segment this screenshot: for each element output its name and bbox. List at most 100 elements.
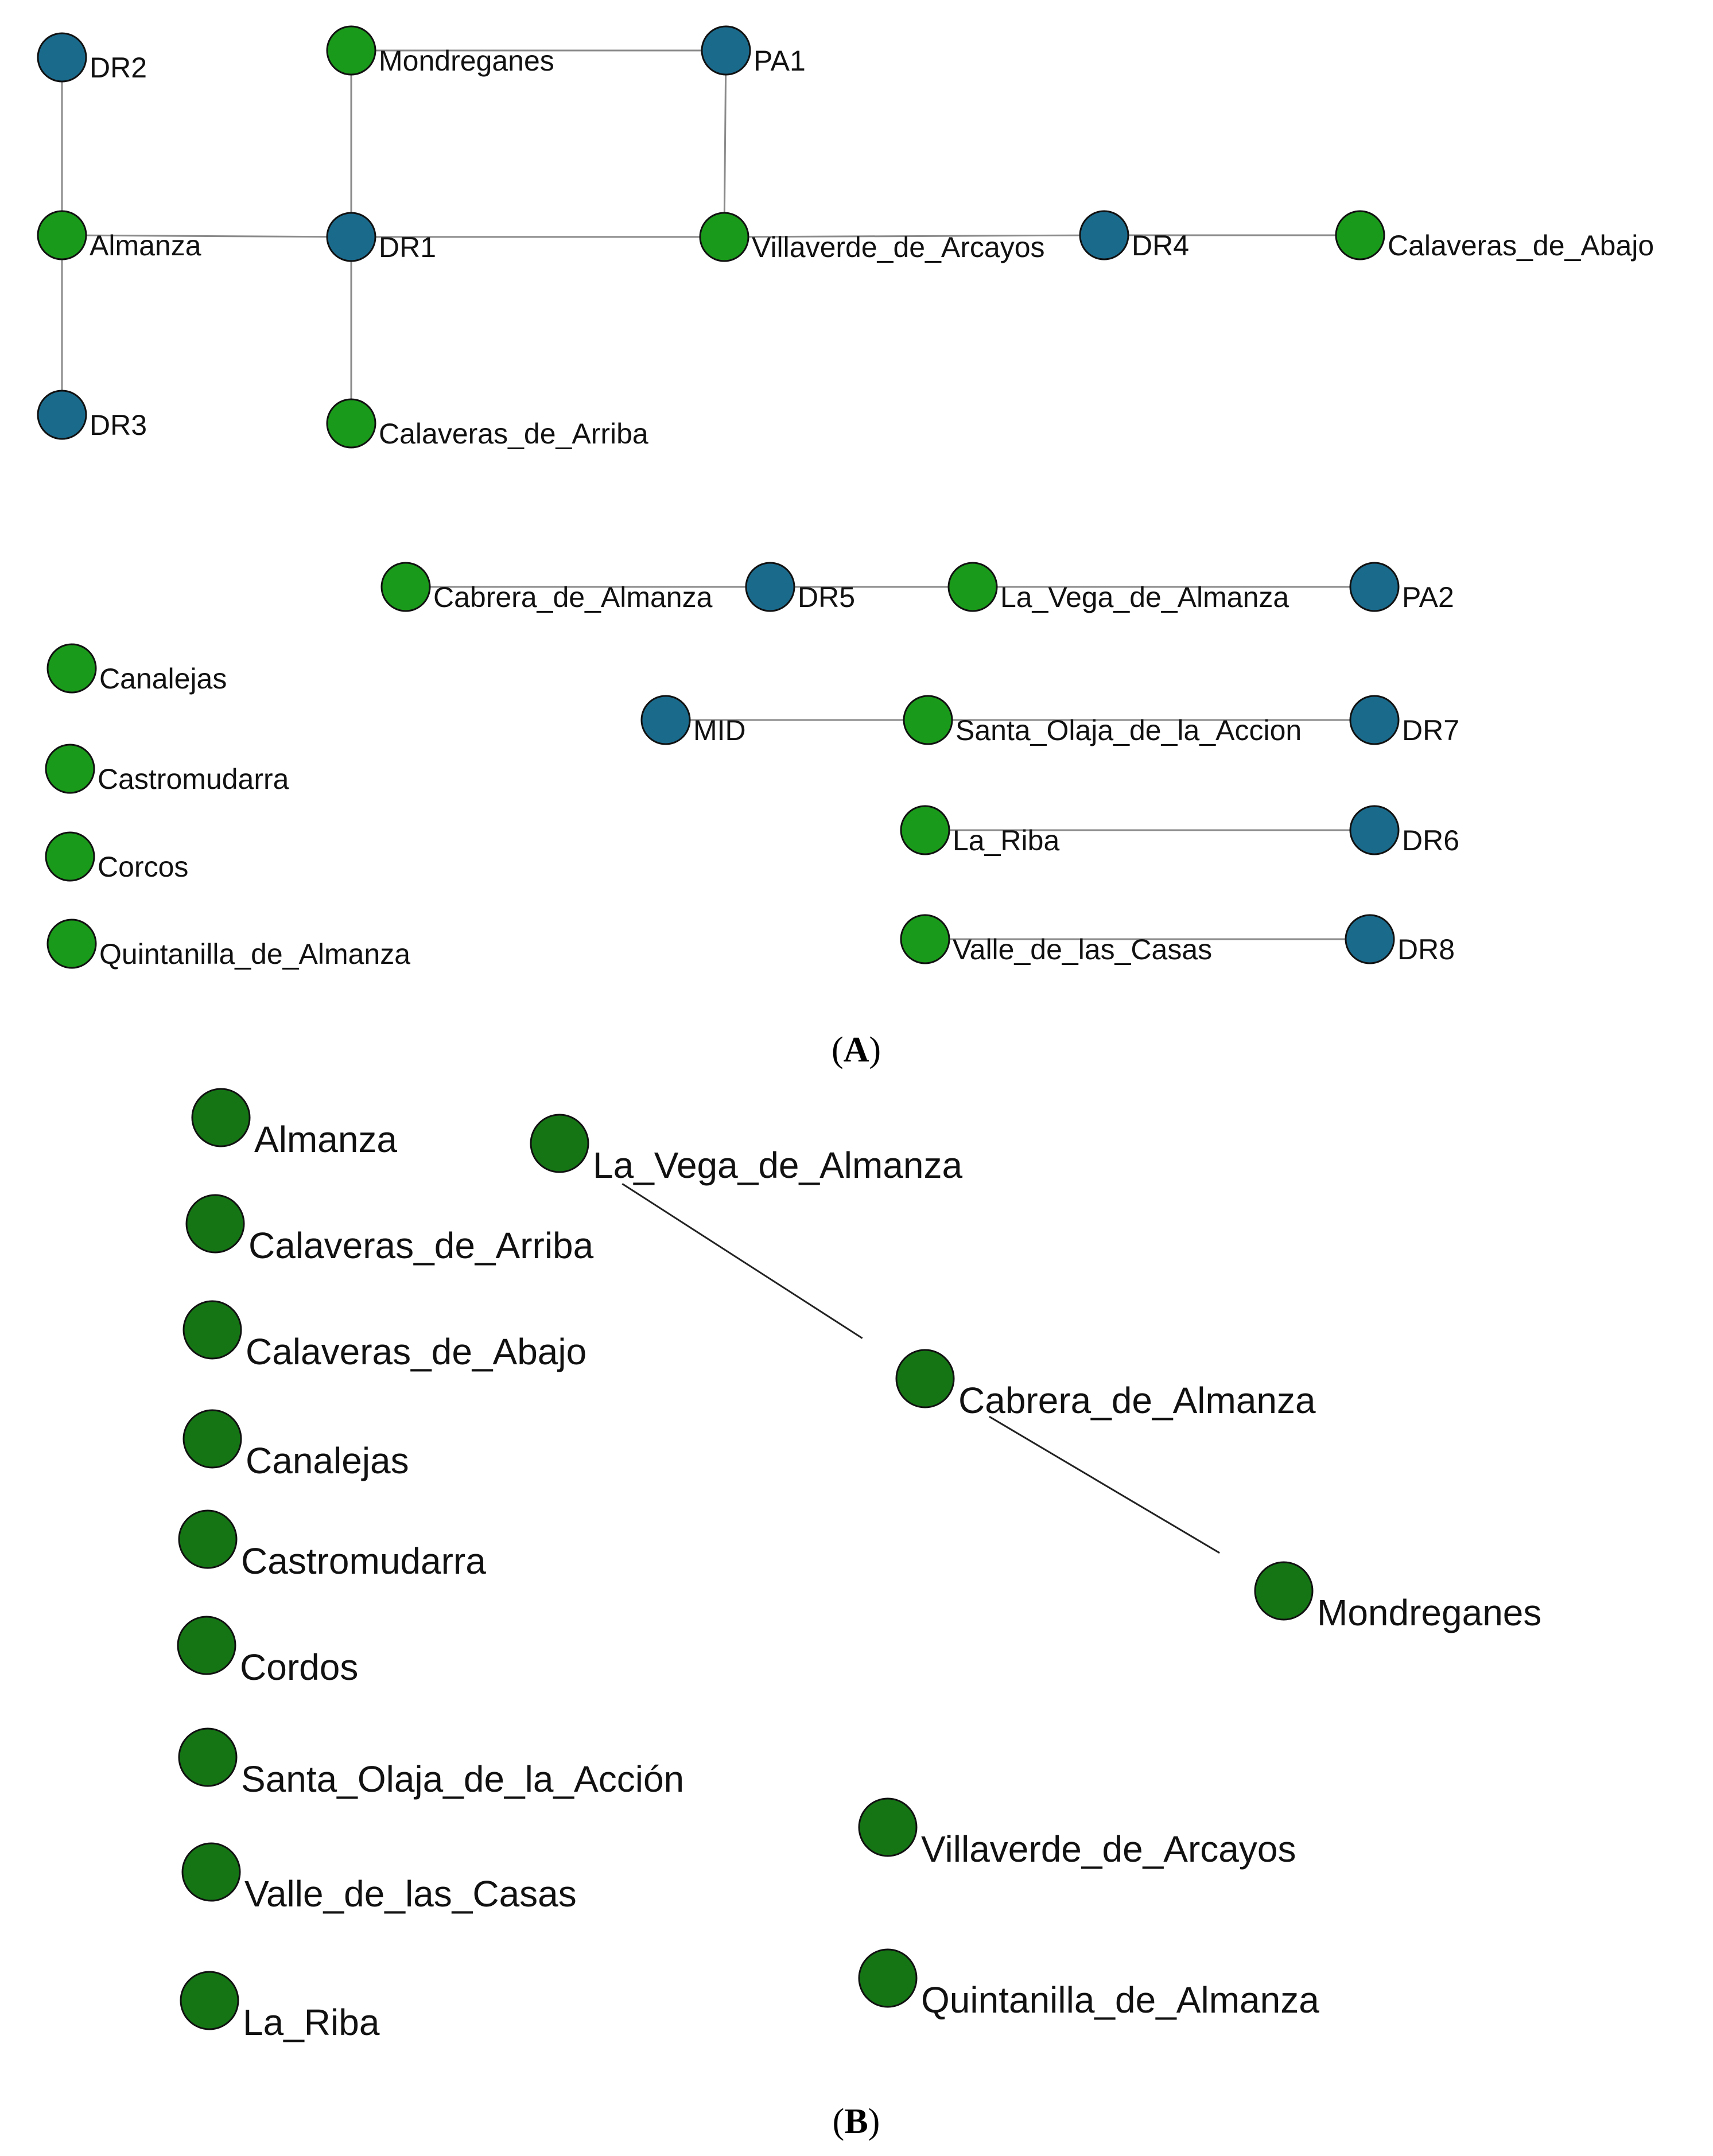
b-node-valle-de-las-casas: Valle_de_las_Casas	[181, 1842, 577, 1914]
a-node-mondreganes: Mondreganes	[326, 25, 554, 77]
b-node-calaveras-de-arriba: Calaveras_de_Arriba	[185, 1194, 594, 1266]
a-node-quintanilla-de-almanza: Quintanilla_de_Almanza	[46, 919, 410, 970]
panel-a-caption: (A)	[832, 1030, 881, 1069]
b-node-circle	[180, 1971, 239, 2030]
a-node-dr7: DR7	[1349, 695, 1459, 746]
a-edge-villaverde-de-arcayos-to-dr4	[724, 234, 1105, 238]
b-node-circle	[895, 1349, 955, 1408]
a-node-circle	[45, 831, 95, 882]
a-node-dr2: DR2	[37, 32, 147, 84]
a-node-circle	[900, 805, 950, 855]
b-node-label: Cordos	[240, 1647, 358, 1688]
b-node-cordos: Cordos	[177, 1616, 358, 1688]
a-node-label: Calaveras_de_Arriba	[379, 418, 648, 450]
a-node-circle	[46, 643, 97, 694]
a-node-circle	[1335, 210, 1385, 260]
a-node-dr1: DR1	[326, 212, 436, 263]
a-node-circle	[46, 919, 97, 969]
panel-b-edges	[622, 1183, 1220, 1554]
a-node-circle	[903, 695, 953, 745]
b-node-cabrera-de-almanza: Cabrera_de_Almanza	[895, 1349, 1316, 1421]
b-node-label: Valle_de_las_Casas	[244, 1873, 577, 1914]
a-node-label: Corcos	[98, 851, 188, 883]
a-node-label: DR4	[1132, 229, 1189, 262]
b-node-label: Quintanilla_de_Almanza	[921, 1979, 1319, 2021]
b-node-label: Almanza	[254, 1119, 397, 1160]
a-node-circle	[326, 25, 376, 76]
b-node-circle	[530, 1114, 589, 1173]
b-node-label: Castromudarra	[241, 1540, 486, 1582]
a-node-santa-olaja-de-la-accion: Santa_Olaja_de_la_Accion	[903, 695, 1302, 746]
a-node-dr8: DR8	[1345, 914, 1455, 966]
a-node-circle	[1349, 695, 1400, 745]
a-node-circle	[326, 398, 376, 449]
a-edge-almanza-to-dr1	[61, 234, 352, 238]
b-node-label: Canalejas	[246, 1440, 409, 1481]
b-edge-la-vega-de-almanza-to-cabrera-de-almanza	[622, 1183, 863, 1339]
a-node-label: Santa_Olaja_de_la_Accion	[955, 714, 1302, 746]
b-node-quintanilla-de-almanza: Quintanilla_de_Almanza	[858, 1948, 1319, 2021]
a-node-circle	[380, 562, 431, 612]
a-node-circle	[947, 562, 998, 612]
a-node-circle	[1349, 562, 1400, 612]
a-node-calaveras-de-arriba: Calaveras_de_Arriba	[326, 398, 648, 450]
a-node-circle	[699, 212, 749, 262]
b-node-almanza: Almanza	[191, 1088, 397, 1160]
b-node-circle	[858, 1797, 918, 1857]
b-node-circle	[1254, 1561, 1314, 1621]
a-node-circle	[37, 32, 87, 83]
a-node-label: Villaverde_de_Arcayos	[752, 231, 1045, 263]
b-edge-cabrera-de-almanza-to-mondreganes	[989, 1415, 1220, 1554]
panel-b-nodes: Almanza La_Vega_de_AlmanzaCalaveras_de_Ar…	[177, 1088, 1541, 2043]
a-node-circle	[37, 210, 87, 260]
a-node-dr5: DR5	[745, 562, 855, 613]
a-node-pa2: PA2	[1349, 562, 1454, 613]
panel-b-caption: (B)	[833, 2102, 880, 2141]
a-node-label: Almanza	[90, 229, 201, 262]
a-node-circle	[640, 695, 691, 745]
b-node-label: Calaveras_de_Abajo	[246, 1331, 586, 1372]
a-node-circle	[1345, 914, 1395, 964]
b-node-mondreganes: Mondreganes	[1254, 1561, 1541, 1633]
a-node-mid: MID	[640, 695, 746, 746]
a-node-label: DR8	[1397, 933, 1455, 966]
a-node-label: Calaveras_de_Abajo	[1388, 229, 1654, 262]
b-node-la-vega-de-almanza: La_Vega_de_Almanza	[530, 1114, 963, 1186]
b-node-circle	[191, 1088, 251, 1147]
a-node-label: Mondreganes	[379, 45, 554, 77]
b-node-label: Calaveras_de_Arriba	[248, 1225, 594, 1266]
a-node-label: La_Riba	[953, 824, 1059, 857]
a-node-circle	[701, 25, 751, 76]
a-node-dr3: DR3	[37, 390, 147, 441]
b-node-la-riba: La_Riba	[180, 1971, 380, 2043]
panel-a-edges	[61, 49, 1374, 940]
a-node-label: Valle_de_las_Casas	[953, 933, 1212, 966]
a-node-circle	[745, 562, 795, 612]
a-node-canalejas: Canalejas	[46, 643, 227, 695]
a-node-villaverde-de-arcayos: Villaverde_de_Arcayos	[699, 212, 1045, 263]
b-node-circle	[178, 1509, 238, 1569]
b-node-circle	[182, 1409, 242, 1469]
a-node-la-vega-de-almanza: La_Vega_de_Almanza	[947, 562, 1289, 613]
a-edge-pa1-to-villaverde-de-arcayos	[723, 50, 727, 238]
a-node-label: DR2	[90, 52, 147, 84]
a-node-label: MID	[693, 714, 746, 746]
a-node-valle-de-las-casas: Valle_de_las_Casas	[900, 914, 1212, 966]
a-node-label: Canalejas	[99, 663, 227, 695]
a-node-circle	[1079, 210, 1129, 260]
a-node-label: DR3	[90, 409, 147, 441]
a-node-dr4: DR4	[1079, 210, 1189, 262]
b-node-santa-olaja-de-la-accion: Santa_Olaja_de_la_Acción	[178, 1727, 684, 1800]
a-node-dr6: DR6	[1349, 805, 1459, 857]
b-node-circle	[185, 1194, 245, 1254]
a-node-la-riba: La_Riba	[900, 805, 1059, 857]
b-node-circle	[178, 1727, 238, 1787]
b-node-label: Villaverde_de_Arcayos	[921, 1828, 1296, 1870]
a-node-castromudarra: Castromudarra	[45, 744, 289, 795]
a-node-almanza: Almanza	[37, 210, 201, 262]
a-node-circle	[45, 744, 95, 794]
a-node-label: Quintanilla_de_Almanza	[99, 938, 410, 970]
panel-b-network: Almanza La_Vega_de_AlmanzaCalaveras_de_Ar…	[177, 1088, 1541, 2043]
